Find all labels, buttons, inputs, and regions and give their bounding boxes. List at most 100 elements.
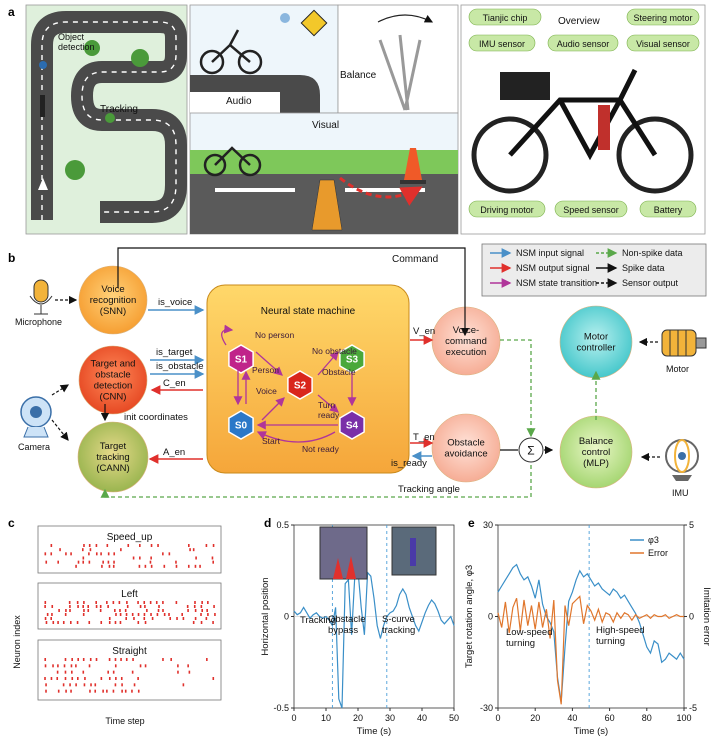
spike [139, 605, 142, 608]
spike [77, 677, 79, 680]
spike [90, 683, 92, 687]
spike [95, 601, 97, 604]
spike [56, 677, 59, 680]
spike [150, 613, 152, 616]
spike [83, 683, 86, 687]
spike [163, 613, 166, 616]
spike [51, 613, 53, 616]
panel-label-b: b [8, 251, 15, 265]
component-pill [626, 34, 700, 52]
signal-label: is_target [156, 347, 193, 358]
spike [132, 658, 134, 661]
spike [144, 621, 147, 624]
state-hexagon [228, 410, 254, 440]
component-label: Visual sensor [636, 39, 690, 49]
spike [212, 621, 214, 624]
spike [120, 548, 122, 552]
spike [57, 560, 59, 564]
spike [101, 564, 103, 568]
spike [187, 664, 189, 668]
spike [89, 689, 91, 693]
signal-label: init coordinates [124, 412, 188, 423]
wheel-icon [238, 153, 262, 177]
spike [206, 609, 208, 612]
component-label: Driving motor [480, 205, 534, 215]
spike [132, 556, 135, 560]
spike [131, 689, 133, 693]
lane-line [215, 188, 295, 192]
transition-label-line: Voice [256, 386, 277, 396]
spike [162, 658, 164, 661]
lane-line [345, 188, 425, 192]
node-label-line: Voice [101, 284, 124, 295]
panel-c: c Neuron index Time step Speed_upLeftStr… [8, 516, 222, 726]
spike [46, 613, 49, 616]
spike [64, 658, 67, 661]
spike [133, 617, 135, 620]
raster-group-label: Left [121, 589, 138, 600]
transition-label-line: Start [262, 436, 281, 446]
overview-title: Overview [558, 16, 600, 27]
component-pill [547, 34, 619, 52]
bike-frame-icon [214, 146, 251, 166]
transition-label: No person [255, 330, 294, 340]
x-axis-label: Time (s) [357, 726, 391, 737]
wheel-icon [203, 153, 227, 177]
balance-scene [337, 4, 459, 114]
spike [69, 609, 71, 612]
transition-label-line: Turn [318, 400, 335, 410]
transition-s2-s3 [317, 351, 339, 376]
spike [69, 605, 71, 608]
spike [75, 683, 77, 687]
raster-group-label: Straight [112, 646, 147, 657]
component-pill [468, 34, 536, 52]
signal-label: is_ready [391, 458, 427, 469]
spike [106, 601, 108, 604]
spike [50, 617, 52, 620]
signal-label: T_en [413, 432, 435, 443]
component-label: Tianjic chip [483, 13, 528, 23]
legend-label: NSM output signal [516, 263, 590, 273]
legend-label: Spike data [622, 263, 665, 273]
wheel-icon [199, 49, 225, 75]
raster-box [37, 582, 222, 630]
spike [176, 617, 178, 620]
state-hexagon [339, 410, 365, 440]
x-tick-label: 20 [530, 713, 540, 723]
spike [95, 658, 98, 661]
spike [70, 664, 73, 668]
spike [68, 601, 71, 604]
legend-label: φ3 [648, 535, 659, 545]
spike [194, 617, 197, 620]
sum-node [518, 437, 544, 463]
road-edge [190, 92, 280, 113]
spike [212, 544, 215, 547]
y-right-tick-label: -5 [689, 703, 697, 713]
x-tick-label: 20 [353, 713, 363, 723]
spike [57, 664, 59, 668]
component-pill [639, 200, 697, 218]
audio-road [190, 75, 320, 113]
spike [121, 689, 123, 693]
spike [150, 564, 153, 568]
component-pill [468, 8, 542, 26]
bike-icon [40, 95, 45, 117]
spike [143, 617, 146, 620]
spike [71, 677, 74, 680]
spike [65, 552, 67, 556]
spike [107, 552, 110, 556]
spike [177, 670, 179, 674]
transition-s0-s2 [261, 397, 285, 421]
spike [77, 658, 79, 661]
spike [112, 689, 115, 693]
spike [182, 617, 185, 620]
cone-icon [346, 556, 356, 579]
spike [84, 677, 86, 680]
spike [77, 605, 79, 608]
spike [124, 609, 127, 612]
spike [108, 621, 111, 624]
node-label-line: (CNN) [100, 392, 127, 403]
